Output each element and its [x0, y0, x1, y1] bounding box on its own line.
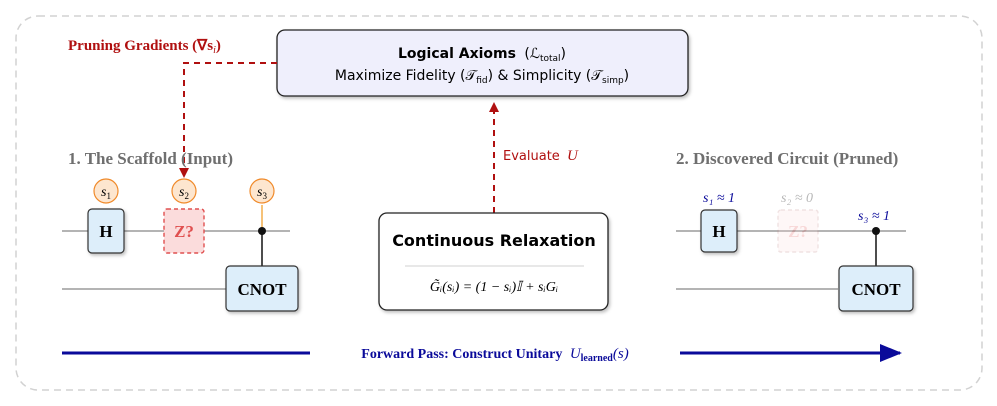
- svg-text:s3: s3: [257, 185, 267, 201]
- discovered-circuit: s₁ ≈ 1 s₂ ≈ 0 s₃ ≈ 1 H Z? CNOT: [676, 191, 914, 312]
- svg-text:CNOT: CNOT: [851, 280, 901, 299]
- axioms-title: Logical Axioms: [398, 46, 516, 62]
- evaluate-label: Evaluate U: [503, 148, 579, 164]
- relaxation-title: Continuous Relaxation: [392, 231, 596, 250]
- discovered-control-dot: [872, 227, 880, 235]
- svg-text:Logical Axioms (ℒtotal): Logical Axioms (ℒtotal): [398, 46, 566, 64]
- scaffold-title: 1. The Scaffold (Input): [68, 149, 233, 168]
- svg-text:Z?: Z?: [788, 222, 808, 241]
- outer-frame: [15, 15, 983, 391]
- pruning-gradients-label: Pruning Gradients (∇si): [68, 38, 221, 56]
- axioms-subtitle-b: ) & Simplicity (𝒯: [488, 68, 605, 84]
- relaxation-formula: G̃ᵢ(sᵢ) = (1 − sᵢ)𝕀 + sᵢGᵢ: [430, 279, 558, 295]
- discovered-s1-label: s₁ ≈ 1: [703, 191, 735, 206]
- axioms-subtitle-b-sub: simp: [602, 76, 624, 86]
- scaffold-circuit: s1 s2 s3 H Z? CNOT: [62, 178, 299, 312]
- axioms-subtitle-a-sub: fid: [476, 76, 487, 86]
- discovered-s3-label: s₃ ≈ 1: [858, 209, 890, 224]
- discovered-s2-label: s₂ ≈ 0: [781, 191, 813, 206]
- logical-axioms-box: Logical Axioms (ℒtotal) Maximize Fidelit…: [276, 29, 689, 97]
- continuous-relaxation-box: Continuous Relaxation G̃ᵢ(sᵢ) = (1 − sᵢ)…: [378, 212, 609, 311]
- axioms-title-math: (ℒ: [524, 46, 540, 62]
- discovered-title: 2. Discovered Circuit (Pruned): [676, 149, 898, 168]
- axioms-subtitle-a: Maximize Fidelity (𝒯: [335, 68, 479, 84]
- param-s2: s2: [171, 178, 197, 204]
- scaffold-z-gate: Z?: [163, 208, 205, 254]
- pruning-gradient-arrow: [179, 62, 277, 178]
- scaffold-h-gate: H: [87, 208, 125, 254]
- param-s3: s3: [249, 178, 275, 204]
- discovered-cnot-gate: CNOT: [838, 265, 914, 312]
- svg-text:s2: s2: [179, 185, 189, 201]
- discovered-z-gate-faded: Z?: [777, 209, 819, 253]
- scaffold-control-dot: [258, 227, 266, 235]
- svg-text:H: H: [712, 222, 725, 241]
- forward-pass-label: Forward Pass: Construct Unitary Ulearned…: [361, 346, 628, 364]
- scaffold-cnot-gate: CNOT: [225, 265, 299, 312]
- svg-text:Z?: Z?: [174, 222, 194, 241]
- svg-text:s1: s1: [101, 185, 111, 201]
- discovered-h-gate: H: [700, 209, 738, 253]
- svg-text:CNOT: CNOT: [237, 280, 287, 299]
- param-s1: s1: [93, 178, 119, 204]
- axioms-title-sub: total: [540, 54, 561, 64]
- svg-text:H: H: [99, 222, 112, 241]
- svg-text:Maximize Fidelity (𝒯fid) & Si: Maximize Fidelity (𝒯fid) & Simplicity (𝒯…: [335, 68, 629, 86]
